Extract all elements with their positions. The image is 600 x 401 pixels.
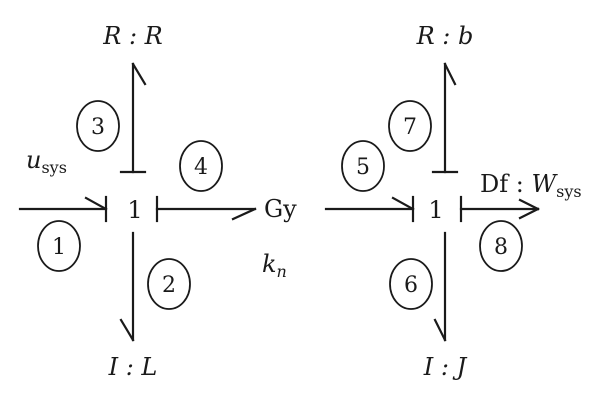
inertia-label-left: I : L <box>108 353 158 381</box>
svg-text:3: 3 <box>91 115 105 140</box>
right-junction-1: 1 <box>428 196 443 224</box>
resistor-label-left: R : R <box>102 22 162 50</box>
bond-number-3: 3 <box>76 100 120 152</box>
gyrator-label: Gy <box>264 195 297 223</box>
right-bond-graph: 1 R : b I : J Df : Wsys <box>324 22 582 381</box>
bond-number-6: 6 <box>389 258 433 310</box>
svg-text:7: 7 <box>403 115 417 140</box>
bond-number-2: 2 <box>147 258 191 310</box>
inertia-label-right: I : J <box>423 353 468 381</box>
svg-text:4: 4 <box>194 155 208 180</box>
bond-5 <box>324 195 415 223</box>
gyrator-modulus: kn <box>262 250 287 281</box>
resistor-label-right: R : b <box>416 22 474 50</box>
input-label-usys: usys <box>26 146 67 177</box>
bond-8 <box>459 195 540 223</box>
bond-number-1: 1 <box>37 220 81 272</box>
svg-text:6: 6 <box>404 273 418 298</box>
bond-7 <box>431 62 459 174</box>
left-junction-1: 1 <box>127 196 142 224</box>
bond-number-7: 7 <box>388 100 432 152</box>
bond-3 <box>119 62 147 174</box>
bond-number-5: 5 <box>341 140 385 192</box>
svg-text:2: 2 <box>162 273 176 298</box>
bond-number-8: 8 <box>479 220 523 272</box>
bond-number-4: 4 <box>179 140 223 192</box>
bond-6 <box>433 231 447 342</box>
bond-4 <box>155 195 257 223</box>
left-bond-graph: 1 R : R I : L Gy kn usys <box>18 22 297 381</box>
bond-1 <box>18 195 108 223</box>
svg-text:8: 8 <box>494 235 508 260</box>
bond-2 <box>119 231 135 342</box>
flow-source-label: Df : Wsys <box>480 170 582 201</box>
svg-text:1: 1 <box>52 235 66 260</box>
svg-text:5: 5 <box>356 155 370 180</box>
